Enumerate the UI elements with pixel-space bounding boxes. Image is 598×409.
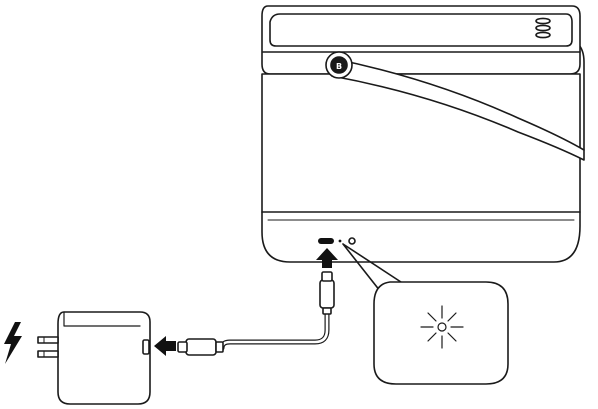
speaker-control-buttons bbox=[535, 17, 551, 39]
charger-plug-prongs bbox=[37, 336, 59, 358]
speaker: B bbox=[261, 5, 585, 263]
speaker-top-panel bbox=[269, 13, 573, 47]
speaker-handle-front bbox=[329, 57, 585, 161]
speaker-body bbox=[261, 73, 581, 263]
usb-c-cable bbox=[177, 271, 335, 356]
charger-port bbox=[142, 339, 150, 355]
wall-charger bbox=[37, 311, 151, 405]
brand-logo-icon bbox=[330, 56, 348, 74]
callout-pointer bbox=[342, 243, 405, 297]
reset-button-icon bbox=[348, 237, 356, 245]
callout-bubble bbox=[373, 281, 509, 385]
brand-logo-glyph: B bbox=[336, 62, 342, 71]
cable-connector-charger bbox=[185, 338, 217, 356]
charger-body bbox=[57, 311, 151, 405]
usb-c-port-icon bbox=[318, 238, 334, 244]
cable-connector-speaker bbox=[319, 279, 335, 309]
insert-arrow-up-icon bbox=[316, 248, 338, 268]
lightning-bolt-icon bbox=[4, 322, 22, 364]
insert-arrow-left-icon bbox=[154, 336, 176, 356]
speaker-top-lid bbox=[261, 5, 581, 75]
status-light-callout bbox=[342, 243, 509, 385]
status-light-icon bbox=[420, 305, 464, 349]
status-light-dot bbox=[338, 239, 342, 243]
